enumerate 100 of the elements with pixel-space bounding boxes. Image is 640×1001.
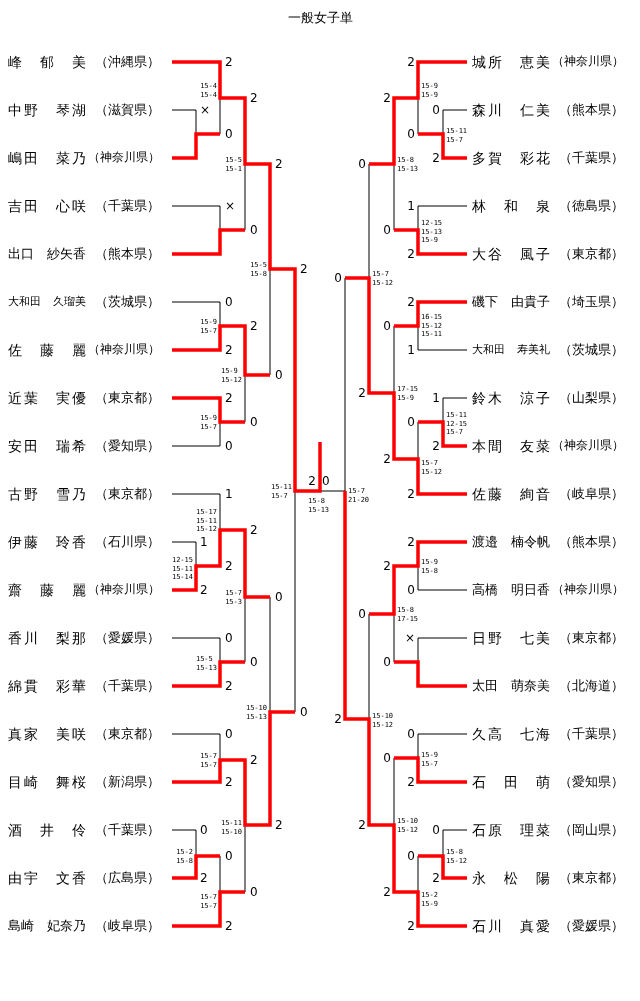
match-score: 0 [250, 416, 258, 428]
prefecture-label: （千葉県） [559, 725, 624, 742]
player-name: 目崎 舞桜 [8, 773, 86, 790]
match-score: 0 [432, 824, 440, 836]
prefecture-label: （神奈川県） [552, 54, 624, 69]
player-name: 多賀 彩花 [472, 149, 550, 166]
match-score: 0 [225, 128, 233, 140]
prefecture-label: （熊本県） [559, 533, 624, 550]
player-name: 香川 梨那 [8, 629, 86, 646]
match-score: 0 [358, 158, 366, 170]
prefecture-label: （神奈川県） [88, 342, 160, 357]
match-score: 1 [225, 488, 233, 500]
match-score: 2 [250, 92, 258, 104]
player-name: 林 和 泉 [472, 197, 550, 214]
player-name: 真家 美咲 [8, 725, 86, 742]
match-score: 2 [383, 92, 391, 104]
player-name: 久高 七海 [472, 725, 550, 742]
prefecture-label: （千葉県） [95, 677, 160, 694]
player-name: 本間 友菜 [472, 437, 550, 454]
match-score: 2 [432, 440, 440, 452]
player-name: 齋 藤 麗 [8, 581, 86, 598]
player-name: 永 松 陽 [472, 869, 550, 886]
player-name: 島崎 妃奈乃 [8, 917, 86, 934]
match-score: 0 [250, 886, 258, 898]
prefecture-label: （熊本県） [95, 245, 160, 262]
prefecture-label: （広島県） [95, 869, 160, 886]
prefecture-label: （千葉県） [559, 149, 624, 166]
match-score: 0 [358, 608, 366, 620]
match-score: 0 [432, 104, 440, 116]
match-score: 0 [225, 440, 233, 452]
match-score: 2 [275, 819, 283, 831]
match-score: 0 [225, 728, 233, 740]
match-score: 2 [407, 248, 415, 260]
match-score: 0 [407, 728, 415, 740]
prefecture-label: （神奈川県） [88, 582, 160, 597]
match-score: 0 [407, 416, 415, 428]
prefecture-label: （岐阜県） [559, 485, 624, 502]
prefecture-label: （東京都） [559, 869, 624, 886]
prefecture-label: （滋賀県） [95, 101, 160, 118]
match-score: 0 [383, 752, 391, 764]
match-score: 0 [225, 296, 233, 308]
match-score: 2 [225, 560, 233, 572]
player-name: 吉田 心咲 [8, 197, 86, 214]
player-name: 石 田 萌 [472, 773, 550, 790]
player-name: 峰 郁 美 [8, 53, 86, 70]
prefecture-label: （愛知県） [95, 437, 160, 454]
player-name: 大和田 久瑠美 [8, 295, 86, 309]
prefecture-label: （愛知県） [559, 773, 624, 790]
match-score: 1 [200, 536, 208, 548]
match-score: 0 [407, 850, 415, 862]
player-name: 石川 真愛 [472, 917, 550, 934]
player-name: 中野 琴湖 [8, 101, 86, 118]
match-score: 2 [225, 920, 233, 932]
match-score: 2 [200, 584, 208, 596]
player-name: 大和田 寿美礼 [472, 343, 550, 357]
match-score: 2 [407, 296, 415, 308]
player-name: 石原 理菜 [472, 821, 550, 838]
match-score: 2 [334, 713, 342, 725]
prefecture-label: （熊本県） [559, 101, 624, 118]
match-score: 2 [358, 387, 366, 399]
match-score: 2 [407, 920, 415, 932]
match-score: 0 [383, 320, 391, 332]
prefecture-label: （茨城県） [559, 341, 624, 358]
prefecture-label: （徳島県） [559, 197, 624, 214]
match-score: × [200, 104, 211, 116]
match-score: 2 [407, 488, 415, 500]
match-score: 0 [225, 850, 233, 862]
player-name: 太田 萌奈美 [472, 677, 550, 694]
prefecture-label: （岐阜県） [95, 917, 160, 934]
player-name: 酒 井 伶 [8, 821, 86, 838]
prefecture-label: （神奈川県） [552, 582, 624, 597]
player-name: 鈴木 涼子 [472, 389, 550, 406]
player-name: 佐藤 絢音 [472, 485, 550, 502]
match-score: 0 [383, 224, 391, 236]
match-score: 2 [383, 560, 391, 572]
player-name: 古野 雪乃 [8, 485, 86, 502]
match-score: × [225, 200, 236, 212]
match-score: 2 [225, 776, 233, 788]
prefecture-label: （神奈川県） [88, 150, 160, 165]
player-name: 磯下 由貴子 [472, 293, 550, 310]
prefecture-label: （石川県） [95, 533, 160, 550]
match-score: 1 [432, 392, 440, 404]
match-score: 2 [225, 680, 233, 692]
match-score: 2 [407, 56, 415, 68]
player-name: 出口 紗矢香 [8, 245, 86, 262]
player-name: 安田 瑞希 [8, 437, 86, 454]
player-name: 綿貫 彩華 [8, 677, 86, 694]
match-score: 1 [407, 200, 415, 212]
match-score: 0 [407, 584, 415, 596]
match-score: 0 [200, 824, 208, 836]
match-score: 0 [250, 224, 258, 236]
match-score: 2 [200, 872, 208, 884]
match-score: 2 [300, 263, 308, 275]
prefecture-label: （東京都） [95, 725, 160, 742]
match-score: 2 [308, 475, 316, 487]
match-score: 2 [358, 819, 366, 831]
match-score: 0 [275, 369, 283, 381]
prefecture-label: （岡山県） [559, 821, 624, 838]
prefecture-label: （東京都） [559, 245, 624, 262]
match-score: 2 [250, 524, 258, 536]
